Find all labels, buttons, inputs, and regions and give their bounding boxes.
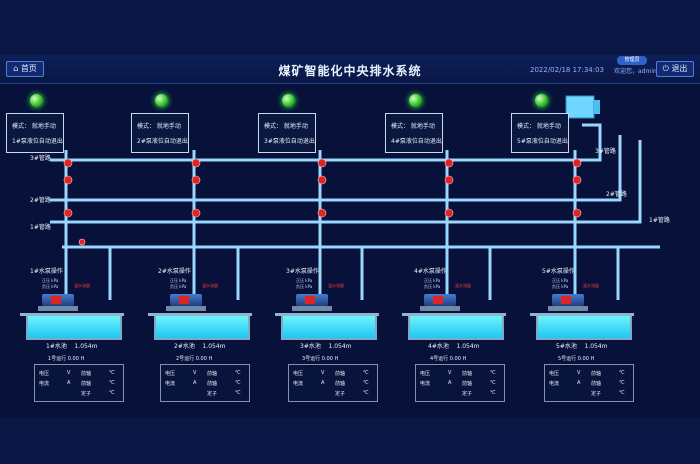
pipe-label-3-right: 3#管路	[595, 148, 616, 155]
pipe-label-2-right: 2#管路	[606, 191, 627, 198]
tank-rim-5	[530, 313, 634, 316]
pump-base-5	[548, 306, 588, 311]
pump-3[interactable]	[296, 294, 328, 306]
pool-label-2: 2#水池 1.054m	[174, 343, 226, 350]
pump-1[interactable]	[42, 294, 74, 306]
pump-5[interactable]	[552, 294, 584, 306]
mode-note: 1#泵液位自动退出	[12, 138, 63, 145]
pipe-label-1: 1#管路	[30, 224, 51, 231]
tank-rim-2	[148, 313, 252, 316]
pipe-label-3: 3#管路	[30, 155, 51, 162]
home-label: 首页	[20, 64, 37, 73]
run-time-4: 4号运行 0.00 H	[430, 356, 467, 362]
run-time-3: 3号运行 0.00 H	[302, 356, 339, 362]
status-light-1	[30, 94, 43, 107]
user-label: 欢迎您，admin	[614, 68, 657, 75]
status-light-4	[409, 94, 422, 107]
tank-3	[281, 316, 377, 340]
pump-base-3	[292, 306, 332, 311]
home-icon: ⌂	[13, 64, 19, 73]
mode-text: 模式： 就地手动	[12, 123, 56, 130]
tank-1	[26, 316, 122, 340]
pool-label-4: 4#水池 1.054m	[428, 343, 480, 350]
pump-base-1	[38, 306, 78, 311]
tank-2	[154, 316, 250, 340]
pump-4[interactable]	[424, 294, 456, 306]
header-bar	[0, 55, 700, 84]
pipe-label-2: 2#管路	[30, 197, 51, 204]
pump-op-2[interactable]: 2#水泵操作	[158, 268, 191, 275]
page-title: 煤矿智能化中央排水系统	[278, 64, 422, 78]
pump-base-4	[420, 306, 460, 311]
tank-rim-1	[20, 313, 124, 316]
tank-rim-3	[275, 313, 379, 316]
datetime: 2022/02/18 17:34:03	[530, 66, 605, 74]
pool-label-1: 1#水池 1.054m	[46, 343, 98, 350]
home-button[interactable]: ⌂ 首页	[6, 61, 44, 77]
run-time-2: 2号运行 0.00 H	[176, 356, 213, 362]
exit-label: 退出	[671, 64, 688, 73]
pump-op-5[interactable]: 5#水泵操作	[542, 268, 575, 275]
flow-ind-2: 温水流量	[202, 283, 218, 288]
flow-ind-4: 温水流量	[455, 283, 471, 288]
status-light-2	[155, 94, 168, 107]
run-time-1: 1号运行 0.00 H	[48, 356, 85, 362]
flow-ind-1: 温水流量	[74, 283, 90, 288]
pool-label-5: 5#水池 1.054m	[556, 343, 608, 350]
run-time-5: 5号运行 0.00 H	[558, 356, 595, 362]
power-icon: ⏻	[662, 64, 669, 73]
flow-ind-5: 温水流量	[583, 283, 599, 288]
flow-ind-3: 温水流量	[328, 283, 344, 288]
status-light-3	[282, 94, 295, 107]
pipe-label-1-right: 1#管路	[649, 217, 670, 224]
tank-rim-4	[402, 313, 506, 316]
user-badge: 管理员	[617, 56, 647, 65]
pump-op-4[interactable]: 4#水泵操作	[414, 268, 447, 275]
exit-button[interactable]: ⏻ 退出	[656, 61, 694, 77]
pump-op-3[interactable]: 3#水泵操作	[286, 268, 319, 275]
tank-4	[408, 316, 504, 340]
pool-label-3: 3#水池 1.054m	[300, 343, 352, 350]
status-light-5	[535, 94, 548, 107]
pump-base-2	[166, 306, 206, 311]
tank-5	[536, 316, 632, 340]
pump-2[interactable]	[170, 294, 202, 306]
pump-op-1[interactable]: 1#水泵操作	[30, 268, 63, 275]
mode-box-1: 模式： 就地手动 1#泵液位自动退出	[6, 113, 64, 153]
